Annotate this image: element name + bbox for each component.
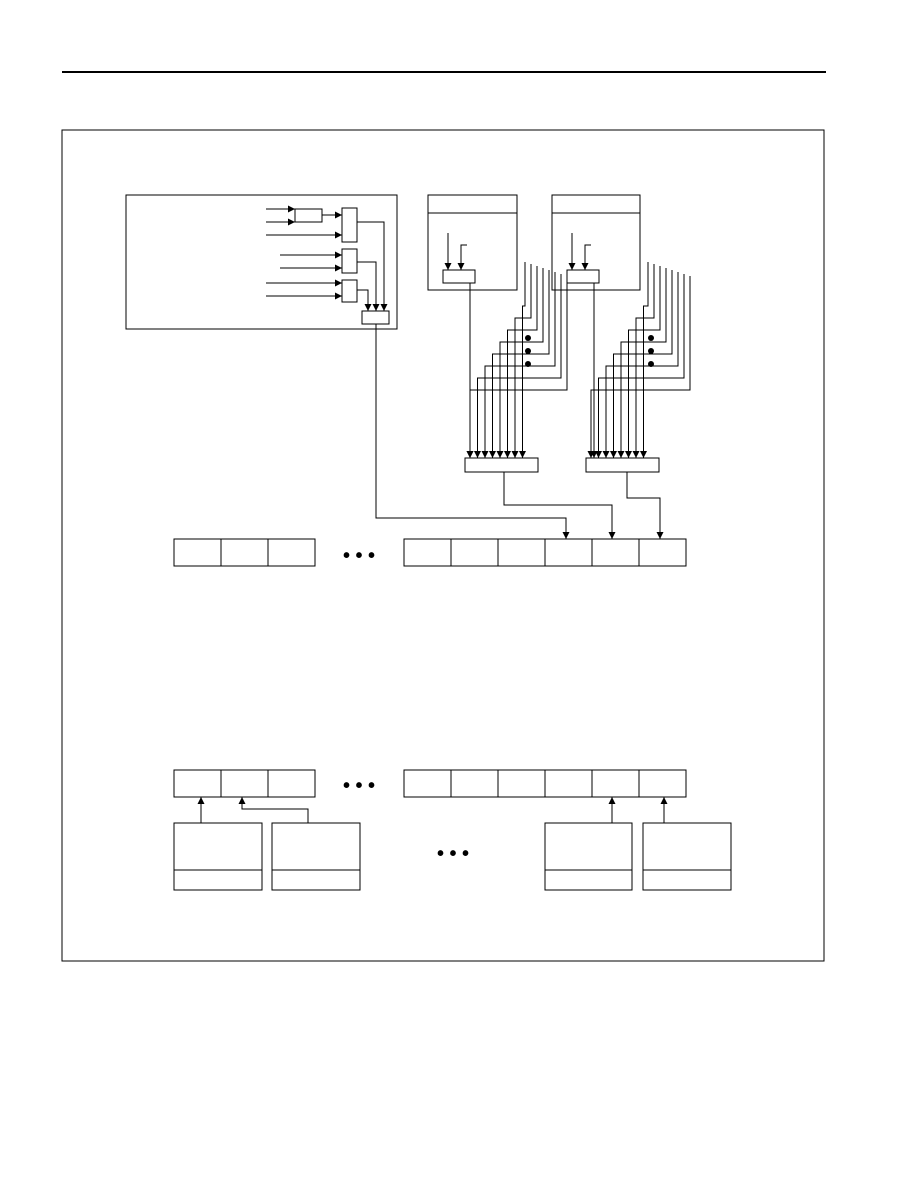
- upper-register-cell: [173, 538, 222, 567]
- lower-register-cell: [173, 769, 222, 798]
- control-mux: [361, 310, 390, 325]
- bottom-block-2: [271, 822, 361, 891]
- control-block: [125, 194, 570, 539]
- source-block-2-continuation-dot: [648, 361, 654, 367]
- source-block-1: [427, 194, 518, 291]
- source-block-2-continuation-dot: [648, 348, 654, 354]
- source-block-1-mux: [464, 457, 539, 473]
- flip-flop: [294, 208, 323, 223]
- source-block-2-line: [640, 262, 649, 458]
- source-block-1-line: [481, 272, 556, 458]
- source-block-2-mux-output: [626, 472, 664, 539]
- source-block-2-mux: [585, 457, 660, 473]
- source-block-1-mux-output: [503, 472, 616, 539]
- source-block-2-line: [617, 268, 667, 458]
- gate-1: [341, 207, 358, 243]
- source-block-2-line: [595, 274, 685, 458]
- source-block-2-line: [625, 266, 661, 458]
- lower-register-ellipsis: • • •: [343, 775, 375, 797]
- upper-register-cell: [403, 538, 452, 567]
- source-block-1-continuation-dot: [525, 361, 531, 367]
- source-block-2-line: [587, 276, 691, 458]
- upper-register-cell: [544, 538, 593, 567]
- lower-register-cell: [267, 769, 316, 798]
- upper-register-cell: [591, 538, 640, 567]
- upper-register-ellipsis: • • •: [343, 545, 375, 567]
- source-block-1-line: [466, 276, 568, 458]
- lower-register-cell: [544, 769, 593, 798]
- lower-register-cell: [220, 769, 269, 798]
- upper-register-cell: [638, 538, 687, 567]
- source-block-2-line: [602, 272, 679, 458]
- source-block-1-line: [474, 274, 562, 458]
- source-block-2-latch: [566, 269, 600, 284]
- source-block-1-output-lines: [466, 262, 568, 458]
- gate-3: [341, 279, 358, 303]
- upper-register-cell: [450, 538, 499, 567]
- source-block-1-line: [511, 264, 532, 458]
- source-block-2-continuation-dot: [648, 335, 654, 341]
- lower-register-cell: [497, 769, 546, 798]
- bottom-block-4: [642, 822, 732, 891]
- figure-frame: [61, 129, 825, 962]
- bottom-blocks-ellipsis: • • •: [437, 843, 469, 865]
- lower-register-cell: [638, 769, 687, 798]
- lower-register-cell: [591, 769, 640, 798]
- upper-register-cell: [220, 538, 269, 567]
- bottom-blocks: [173, 797, 732, 891]
- upper-register-cell: [497, 538, 546, 567]
- source-block-1-continuation-dot: [525, 348, 531, 354]
- lower-register-cell: [403, 769, 452, 798]
- source-block-2: [551, 194, 641, 291]
- source-block-1-latch: [442, 269, 476, 284]
- lower-register-cell: [450, 769, 499, 798]
- source-block-2-line: [632, 264, 655, 458]
- source-block-2-line: [610, 270, 673, 458]
- gate-2: [341, 248, 358, 274]
- upper-register: [173, 538, 687, 567]
- upper-register-cell: [267, 538, 316, 567]
- bottom-block-1: [173, 822, 263, 891]
- bottom-block-3: [544, 822, 633, 891]
- source-block-1-line: [489, 270, 550, 458]
- source-block-2-output-lines: [587, 262, 691, 458]
- source-block-1-line: [519, 262, 526, 458]
- lower-register: [173, 769, 687, 798]
- source-block-1-continuation-dot: [525, 335, 531, 341]
- source-block-1-line: [496, 268, 544, 458]
- source-block-1-line: [504, 266, 538, 458]
